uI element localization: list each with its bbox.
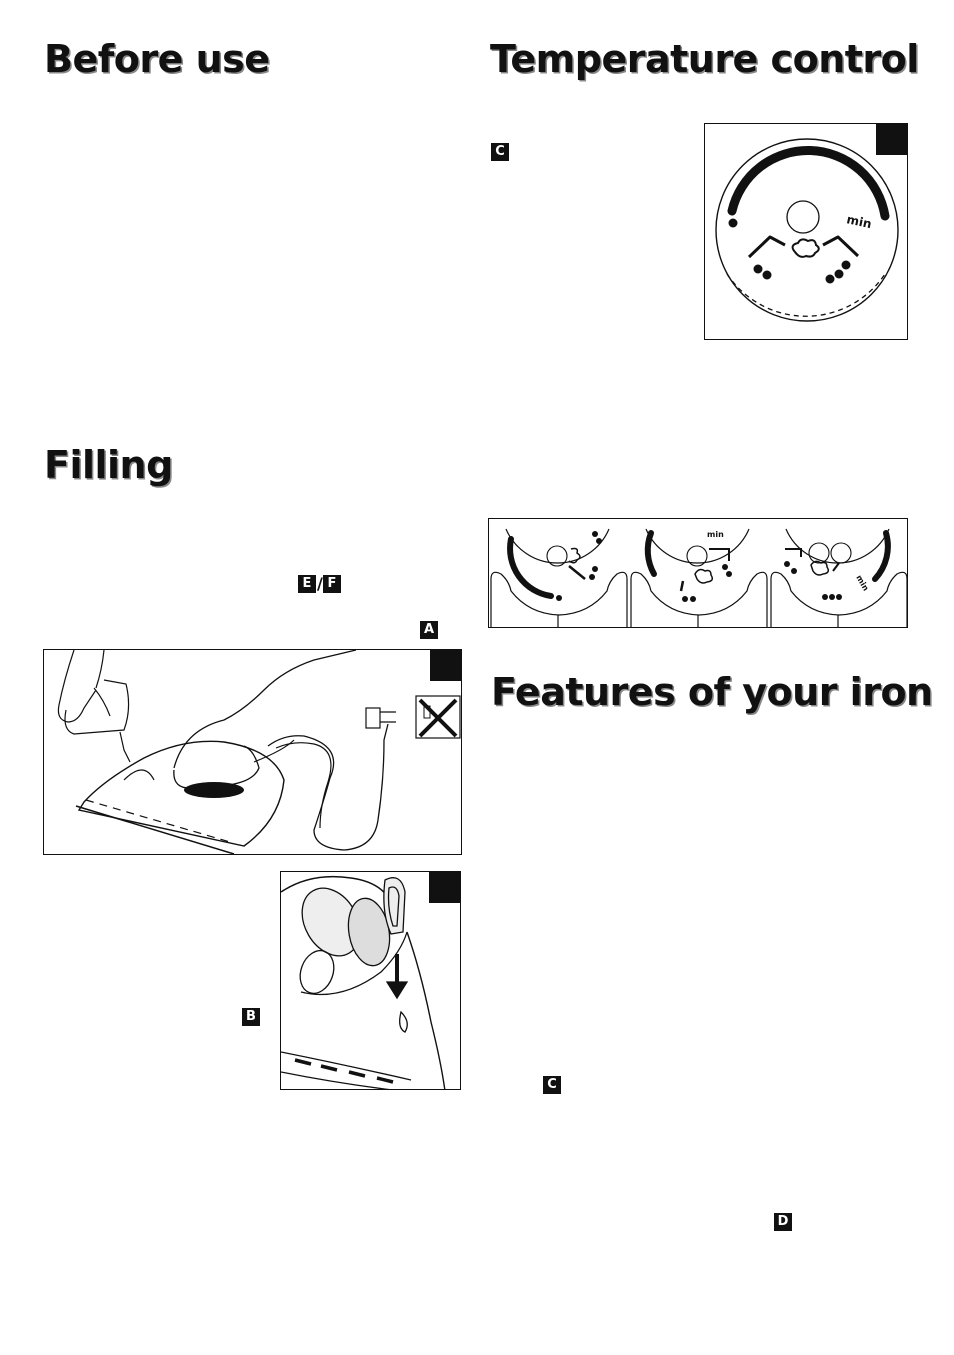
figure-corner-marker <box>876 124 907 155</box>
filling-figure-a <box>43 649 462 855</box>
figure-ref-e: E <box>298 575 316 593</box>
temperature-dial-figure: min <box>704 123 908 340</box>
dial-settings-strip: min min <box>488 518 908 628</box>
dial-setting-1 <box>490 528 628 627</box>
dial-setting-3: min <box>770 528 907 627</box>
figure-ref-c: C <box>491 143 509 161</box>
figure-ref-a: A <box>420 621 438 639</box>
figure-corner-marker <box>429 872 460 903</box>
figure-corner-marker <box>430 650 461 681</box>
figure-ref-b: B <box>242 1008 260 1026</box>
filling-iron-illustration <box>57 650 461 854</box>
dial-min-label: min <box>845 212 873 231</box>
temperature-dial-illustration: min <box>715 138 899 322</box>
dial-settings-illustration: min min <box>490 528 907 627</box>
water-inlet-illustration <box>281 875 446 1089</box>
figure-ref-f: F <box>323 575 341 593</box>
figure-ref-d: D <box>774 1213 792 1231</box>
strip-min-label: min <box>707 530 724 539</box>
dial-setting-2: min <box>630 528 768 627</box>
heading-before-use: Before use <box>44 37 270 81</box>
heading-filling: Filling <box>44 443 173 487</box>
heading-features: Features of your iron <box>491 670 933 714</box>
heading-temperature-control: Temperature control <box>490 37 919 81</box>
filling-figure-b <box>280 871 461 1090</box>
figure-ref-separator: / <box>317 574 323 593</box>
figure-ref-c-features: C <box>543 1076 561 1094</box>
strip-min-label-rotated: min <box>854 574 870 593</box>
